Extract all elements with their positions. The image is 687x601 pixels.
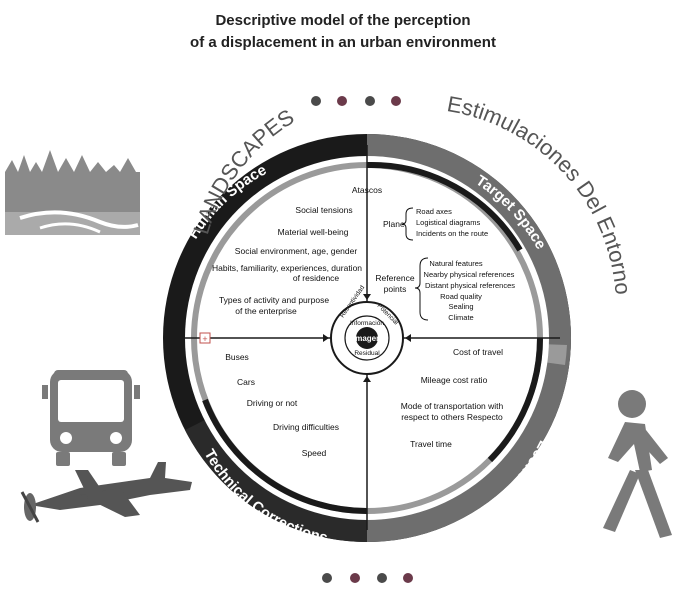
ref-sealing: Sealing	[448, 302, 473, 311]
inner-arc-technical	[202, 398, 368, 515]
ref-climate: Climate	[448, 313, 473, 322]
economic-items: Cost of travel Mileage cost ratio Mode o…	[401, 347, 504, 449]
plus-marker	[199, 332, 211, 344]
item-driving-difficulties: Driving difficulties	[273, 422, 339, 432]
hub-core	[356, 327, 378, 349]
target-space-items: Atascos Plane Road axes Logistical diagr…	[352, 185, 515, 322]
item-cars: Cars	[237, 377, 255, 387]
item-mode-of-transport: Mode of transportation with	[401, 401, 504, 411]
item-speed: Speed	[302, 448, 327, 458]
item-mode-of-transport-2: respect to others Respecto	[401, 412, 503, 422]
inner-arc-target	[366, 161, 523, 252]
human-space-items: Social tensions Material well-being Soci…	[212, 205, 362, 316]
item-buses: Buses	[225, 352, 249, 362]
ref-nearby: Nearby physical references	[424, 270, 515, 279]
dot	[403, 573, 413, 583]
arrow-bottom	[363, 376, 371, 382]
reference-brace	[414, 257, 429, 321]
item-atascos: Atascos	[352, 185, 382, 195]
item-social-tensions: Social tensions	[295, 205, 352, 215]
bus-icon	[42, 370, 140, 466]
item-social-environment: Social environment, age, gender	[235, 246, 358, 256]
hub-imagen: Imagen	[353, 334, 381, 343]
arrow-left	[323, 334, 329, 342]
plane-item-logistical: Logistical diagrams	[416, 218, 480, 227]
inner-arc-economic	[487, 337, 544, 463]
dot	[377, 573, 387, 583]
airplane-icon	[20, 462, 192, 523]
diagram-title-line1: Descriptive model of the perception	[215, 12, 470, 29]
dot	[311, 96, 321, 106]
plane-brace	[401, 207, 414, 241]
arrow-top	[363, 294, 371, 300]
item-mileage-cost: Mileage cost ratio	[421, 375, 488, 385]
hub-residual: Residual	[354, 350, 380, 357]
bottom-dots	[322, 573, 413, 583]
item-material-wellbeing: Material well-being	[278, 227, 349, 237]
diagram-title-line2: of a displacement in an urban environmen…	[190, 34, 496, 51]
item-habits-2: of residence	[293, 273, 340, 283]
landscape-icon	[5, 150, 140, 235]
ref-road-quality: Road quality	[440, 292, 482, 301]
dot	[391, 96, 401, 106]
hub-informacion: Información	[350, 320, 384, 327]
reference-label-1: Reference	[375, 273, 414, 283]
arrow-right	[405, 334, 411, 342]
item-types-activity: Types of activity and purpose	[219, 295, 329, 305]
plane-item-road-axes: Road axes	[416, 207, 452, 216]
walking-person-icon	[603, 390, 672, 538]
plane-item-incidents: Incidents on the route	[416, 229, 488, 238]
top-dots	[311, 96, 401, 106]
item-types-activity-2: of the enterprise	[235, 306, 297, 316]
reference-label-2: points	[384, 284, 407, 294]
item-habits: Habits, familiarity, experiences, durati…	[212, 263, 362, 273]
item-driving-or-not: Driving or not	[247, 398, 298, 408]
central-hub: Imagen Información Residual Receptividad…	[323, 284, 411, 382]
dot	[337, 96, 347, 106]
item-travel-time: Travel time	[410, 439, 452, 449]
ref-distant: Distant physical references	[425, 281, 515, 290]
dot	[322, 573, 332, 583]
technical-items: Buses Cars Driving or not Driving diffic…	[225, 352, 339, 458]
ref-natural-features: Natural features	[429, 259, 483, 268]
dot	[365, 96, 375, 106]
plus-icon: +	[202, 334, 207, 344]
plane-label: Plane	[383, 219, 405, 229]
dot	[350, 573, 360, 583]
item-cost-of-travel: Cost of travel	[453, 347, 503, 357]
